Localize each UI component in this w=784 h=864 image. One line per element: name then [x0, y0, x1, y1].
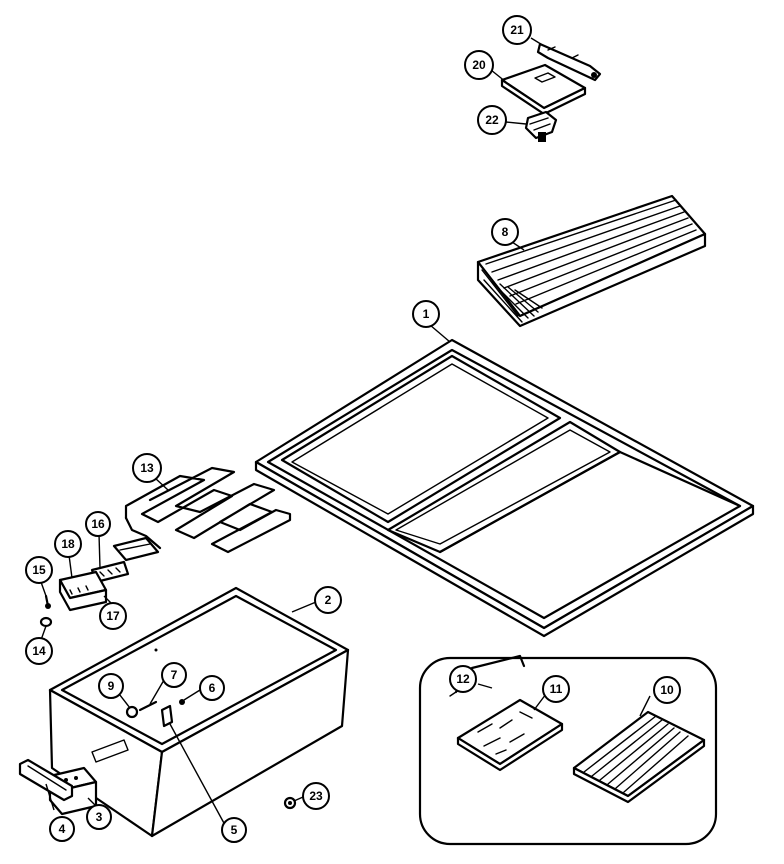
callout-8: 8 — [491, 218, 519, 246]
callout-9-label: 9 — [108, 679, 115, 693]
callout-16-label: 16 — [91, 517, 105, 531]
part-4-bracket — [18, 758, 74, 802]
leader-lines — [40, 37, 651, 826]
callout-20: 20 — [464, 50, 494, 80]
callout-16: 16 — [85, 511, 111, 537]
part-2-pan — [48, 586, 350, 838]
callout-5-label: 5 — [231, 823, 238, 837]
callout-11-label: 11 — [550, 682, 563, 696]
callout-11: 11 — [542, 675, 570, 703]
callout-14: 14 — [25, 637, 53, 665]
callout-15-label: 15 — [32, 563, 46, 577]
callout-5: 5 — [221, 817, 247, 843]
callout-1: 1 — [412, 300, 440, 328]
callout-8-label: 8 — [502, 225, 509, 239]
callout-7-label: 7 — [171, 668, 178, 682]
callout-21-label: 21 — [510, 23, 524, 37]
part-20-cover — [500, 63, 587, 116]
part-14-nut — [39, 616, 53, 628]
callout-20-label: 20 — [472, 58, 486, 72]
callout-17-label: 17 — [106, 609, 120, 623]
accessory-inset — [418, 654, 718, 846]
part-7-screw — [138, 700, 158, 712]
callout-1-label: 1 — [423, 307, 430, 321]
callout-6: 6 — [199, 675, 225, 701]
part-22-clip — [524, 110, 558, 142]
callout-17: 17 — [99, 602, 127, 630]
callout-9: 9 — [98, 673, 124, 699]
part-18-block — [58, 570, 108, 612]
callout-15: 15 — [25, 556, 53, 584]
callout-10-label: 10 — [660, 683, 674, 697]
part-5-bracket — [160, 704, 174, 728]
callout-4-label: 4 — [59, 822, 66, 836]
callout-18: 18 — [54, 530, 82, 558]
callout-2-label: 2 — [325, 593, 332, 607]
callout-18-label: 18 — [61, 537, 75, 551]
callout-2: 2 — [314, 586, 342, 614]
callout-14-label: 14 — [32, 644, 46, 658]
callout-23-label: 23 — [309, 789, 323, 803]
part-9-nut — [125, 705, 139, 719]
part-21-strip — [536, 42, 602, 82]
callout-22-label: 22 — [485, 113, 499, 127]
callout-3: 3 — [86, 804, 112, 830]
part-10-grate — [572, 710, 706, 804]
callout-4: 4 — [49, 816, 75, 842]
part-1-cooktop — [254, 338, 755, 638]
callout-21: 21 — [502, 15, 532, 45]
callout-23: 23 — [302, 782, 330, 810]
part-6-screw — [179, 699, 185, 705]
part-13-element — [112, 466, 292, 562]
callout-12-label: 12 — [456, 672, 470, 686]
part-15-screw — [44, 594, 51, 609]
part-23-screw — [283, 796, 297, 810]
callout-13: 13 — [132, 453, 162, 483]
callout-6-label: 6 — [209, 681, 216, 695]
callout-3-label: 3 — [96, 810, 103, 824]
callout-12: 12 — [449, 665, 477, 693]
callout-22: 22 — [477, 105, 507, 135]
part-11-griddle — [456, 698, 564, 772]
callout-7: 7 — [161, 662, 187, 688]
callout-13-label: 13 — [140, 461, 154, 475]
callout-10: 10 — [653, 676, 681, 704]
part-8-grate — [476, 194, 707, 328]
